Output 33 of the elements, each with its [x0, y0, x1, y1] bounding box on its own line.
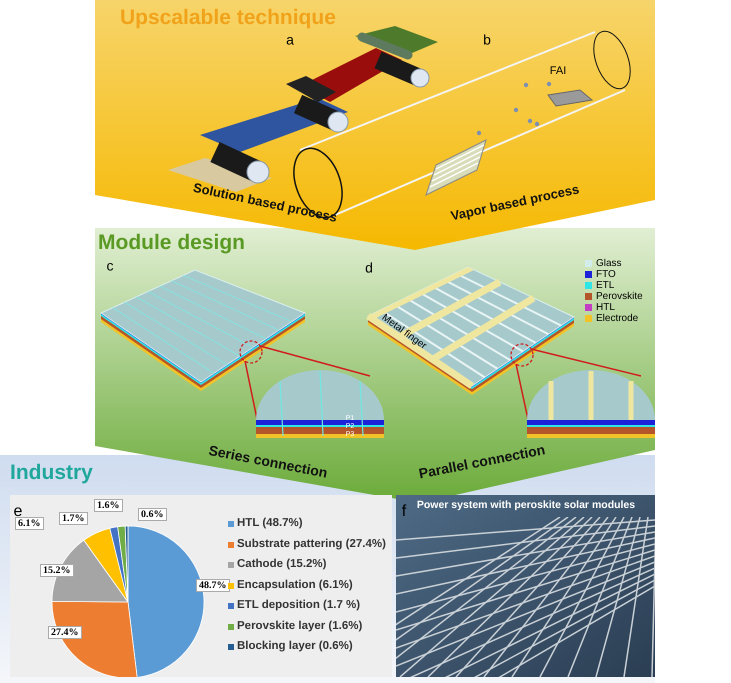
photo-caption: Power system with peroskite solar modules — [416, 500, 636, 512]
value-label: 48.7% — [196, 579, 230, 592]
legend-label: Encapsulation (6.1%) — [237, 578, 353, 590]
panel-letter: d — [365, 260, 373, 276]
legend-label: Substrate pattering (27.4%) — [237, 538, 386, 550]
legend-label: Glass — [596, 258, 622, 269]
legend-label: Electrode — [596, 313, 638, 324]
legend-label: Perovskite — [596, 291, 643, 302]
value-label: 1.7% — [59, 512, 88, 525]
value-label: 27.4% — [48, 626, 82, 639]
value-label: 15.2% — [40, 564, 74, 577]
panel-letter: f — [402, 503, 406, 521]
panel-letter: a — [286, 32, 294, 48]
legend-label: FTO — [596, 269, 616, 280]
section-heading: Upscalable technique — [120, 6, 336, 30]
legend-label: HTL (48.7%) — [237, 517, 303, 529]
component-label: FAI — [550, 64, 566, 78]
process-label: Vapor based process — [450, 182, 580, 224]
connection-label: Parallel connection — [418, 442, 546, 482]
legend-label: HTL — [596, 302, 615, 313]
value-label: 6.1% — [15, 517, 44, 530]
legend-label: ETL deposition (1.7 %) — [237, 599, 360, 611]
section-heading: Industry — [10, 461, 93, 485]
value-label: 0.6% — [138, 508, 166, 521]
panel-letter: c — [106, 258, 114, 274]
legend-label: ETL — [596, 280, 614, 291]
legend-label: Perovskite layer (1.6%) — [237, 620, 362, 632]
panel-letter: b — [483, 32, 491, 48]
connection-label: Series connection — [207, 442, 329, 482]
legend-label: Blocking layer (0.6%) — [237, 640, 353, 652]
section-heading: Module design — [98, 231, 245, 255]
value-label: 1.6% — [94, 499, 122, 512]
legend-label: Cathode (15.2%) — [237, 558, 326, 570]
